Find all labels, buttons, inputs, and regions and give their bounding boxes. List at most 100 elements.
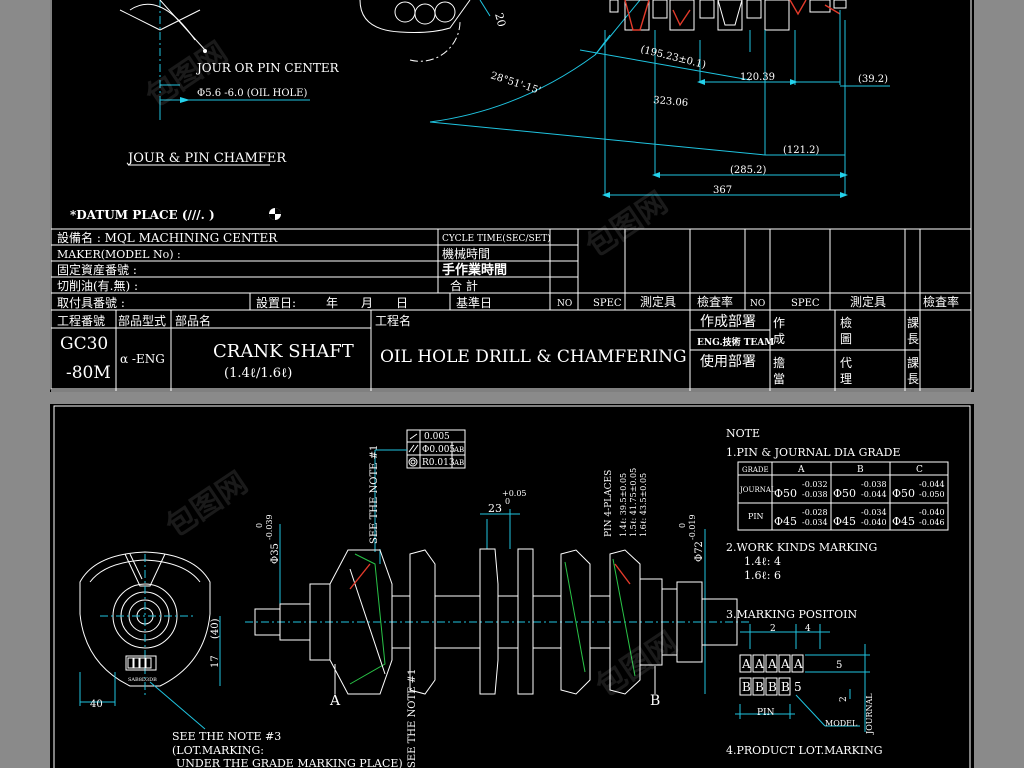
- dim-323: 323.06: [653, 95, 689, 109]
- pin-dim-2: 1.5ℓ: 41.75±0.05: [629, 468, 638, 537]
- grade-c-header: C: [916, 465, 923, 475]
- process-no-line2: -80M: [66, 363, 111, 383]
- dim-phi72-tol-up: 0: [678, 523, 687, 528]
- gauge-header-2: 測定具: [850, 294, 886, 309]
- pin-c-lo: -0.046: [919, 518, 945, 527]
- pin-dim-1: 1.4ℓ: 39.5±0.05: [619, 473, 628, 537]
- sig-charge-2: 當: [773, 372, 785, 386]
- tol-flatness: 0.005: [424, 432, 450, 442]
- dim-phi35: Φ35: [270, 543, 281, 564]
- journal-a-up: -0.032: [802, 480, 828, 489]
- grade-table: [737, 461, 949, 531]
- part-type-label: 部品型式: [118, 313, 166, 328]
- dimension-lines: [429, 49, 890, 198]
- pin-c-base: Φ45: [892, 515, 915, 528]
- lot-marking-label: (LOT.MARKING:: [172, 744, 264, 757]
- dim-285: (285.2): [730, 165, 767, 176]
- work-kind-1: 1.4ℓ: 4: [744, 555, 781, 568]
- use-dept-label: 使用部署: [700, 353, 756, 370]
- top-drawing-sheet: JOUR OR PIN CENTER Φ5.6 -6.0 (OIL HOLE) …: [50, 0, 974, 392]
- top-drawing-canvas: JOUR OR PIN CENTER Φ5.6 -6.0 (OIL HOLE) …: [50, 0, 972, 392]
- install-month: 月: [361, 296, 373, 310]
- base-date-label: 基準日: [456, 295, 492, 310]
- pin-a-up: -0.028: [802, 508, 828, 517]
- angle-label: 28°51'-15': [489, 70, 542, 97]
- see-note-1-label: SEE THE NOTE #1: [369, 445, 380, 544]
- coolant-label: 切削油(有.無) :: [57, 278, 138, 293]
- mark-dim-2b: 2: [839, 696, 849, 702]
- part-name-value: CRANK SHAFT: [213, 341, 354, 362]
- cycle-time-label: CYCLE TIME(SEC/SET): [442, 233, 551, 244]
- dim-phi72-tol-lo: -0.019: [688, 514, 697, 540]
- pin-row-label: PIN: [748, 512, 764, 521]
- mark-a-3: A: [767, 657, 777, 671]
- sig-check-1: 檢: [840, 315, 852, 330]
- journal-a-lo: -0.038: [802, 490, 828, 499]
- tol-runout: R0.013: [422, 458, 455, 468]
- journal-c-up: -0.044: [919, 480, 945, 489]
- install-day: 日: [396, 296, 408, 310]
- crankshaft-side-view: [245, 548, 750, 695]
- sig-head-1: 課: [907, 315, 919, 330]
- model-tag: MODEL: [825, 719, 858, 728]
- journal-b-lo: -0.044: [861, 490, 887, 499]
- dim-40-paren: (40): [210, 618, 221, 639]
- dim-20: 20: [492, 11, 508, 28]
- grade-header: GRADE: [742, 466, 769, 474]
- spec-header-1: SPEC: [593, 298, 622, 309]
- note-1-title: 1.PIN & JOURNAL DIA GRADE: [726, 446, 900, 459]
- journal-a-base: Φ50: [774, 487, 797, 500]
- under-grade-label: UNDER THE GRADE MARKING PLACE): [176, 757, 403, 768]
- dim-23-tol-lo: 0: [505, 497, 510, 506]
- journal-b-up: -0.038: [861, 480, 887, 489]
- pin-tag: PIN: [757, 708, 775, 718]
- no-header-2: NO: [750, 299, 765, 309]
- crankshaft-end-view: [79, 551, 211, 696]
- work-kind-2: 1.6ℓ: 6: [744, 569, 781, 582]
- dim-phi35-tol-lo: -0.039: [265, 514, 274, 540]
- top-sheet-border: [50, 0, 972, 390]
- note-title: NOTE: [726, 427, 760, 440]
- dim-17: 17: [210, 655, 221, 668]
- pin-c-up: -0.040: [919, 508, 945, 517]
- dim-phi35-tol-up: 0: [255, 523, 264, 528]
- grade-a-header: A: [797, 465, 805, 475]
- chamfer-title: JOUR & PIN CHAMFER: [126, 151, 287, 166]
- bottom-drawing-canvas: SAB8D3DB 40 (40) 17 0.005 Φ0.005 R0.013 …: [53, 405, 971, 768]
- maker-label: MAKER(MODEL No) :: [57, 248, 181, 261]
- pin-a-lo: -0.034: [802, 518, 828, 527]
- see-note-3-label: SEE THE NOTE #3: [172, 730, 281, 743]
- install-year: 年: [326, 296, 338, 310]
- mark-b-1: B: [742, 680, 751, 694]
- datum-a-label: A: [329, 693, 341, 709]
- process-name-label: 工程名: [375, 313, 411, 328]
- equipment-label: 設備名 : MQL MACHINING CENTER: [57, 230, 278, 245]
- fixture-label: 取付具番號 :: [57, 296, 125, 310]
- note-4-title: 4.PRODUCT LOT.MARKING: [726, 744, 883, 757]
- machine-time-label: 機械時間: [442, 246, 490, 261]
- eng-team-label: ENG.技術 TEAM: [697, 336, 774, 348]
- tol-ref-1: AB: [453, 446, 464, 454]
- dim-23-tol-up: +0.05: [502, 489, 527, 498]
- made-dept-label: 作成部署: [700, 314, 756, 330]
- sig-charge-1: 擔: [773, 356, 785, 370]
- dim-40: 40: [90, 699, 103, 710]
- pin-b-up: -0.034: [861, 508, 887, 517]
- geometric-tolerance-frame: [374, 429, 466, 552]
- mark-b-2: B: [755, 680, 764, 694]
- see-note-bottom-label: SEE THE NOTE #1: [407, 669, 418, 768]
- process-no-line1: GC30: [60, 334, 108, 354]
- sig-create-2: 成: [773, 332, 785, 346]
- journal-c-base: Φ50: [892, 487, 915, 500]
- pin-dim-3: 1.6ℓ: 43.5±0.05: [639, 473, 648, 537]
- chamfer-detail-sketch: [119, 0, 310, 166]
- datum-place-label: *DATUM PLACE (///. ): [70, 208, 215, 222]
- pin-places-label: PIN 4-PLACES: [604, 470, 614, 537]
- sig-agent-1: 代: [840, 356, 852, 370]
- check-rate-header-2: 檢査率: [923, 294, 959, 309]
- journal-tag: JOURNAL: [865, 693, 874, 735]
- marking-position-sketch: [735, 624, 870, 732]
- part-type-value: α -ENG: [120, 352, 165, 366]
- mark-a-4: A: [780, 657, 790, 671]
- mark-dim-4: 4: [805, 624, 811, 634]
